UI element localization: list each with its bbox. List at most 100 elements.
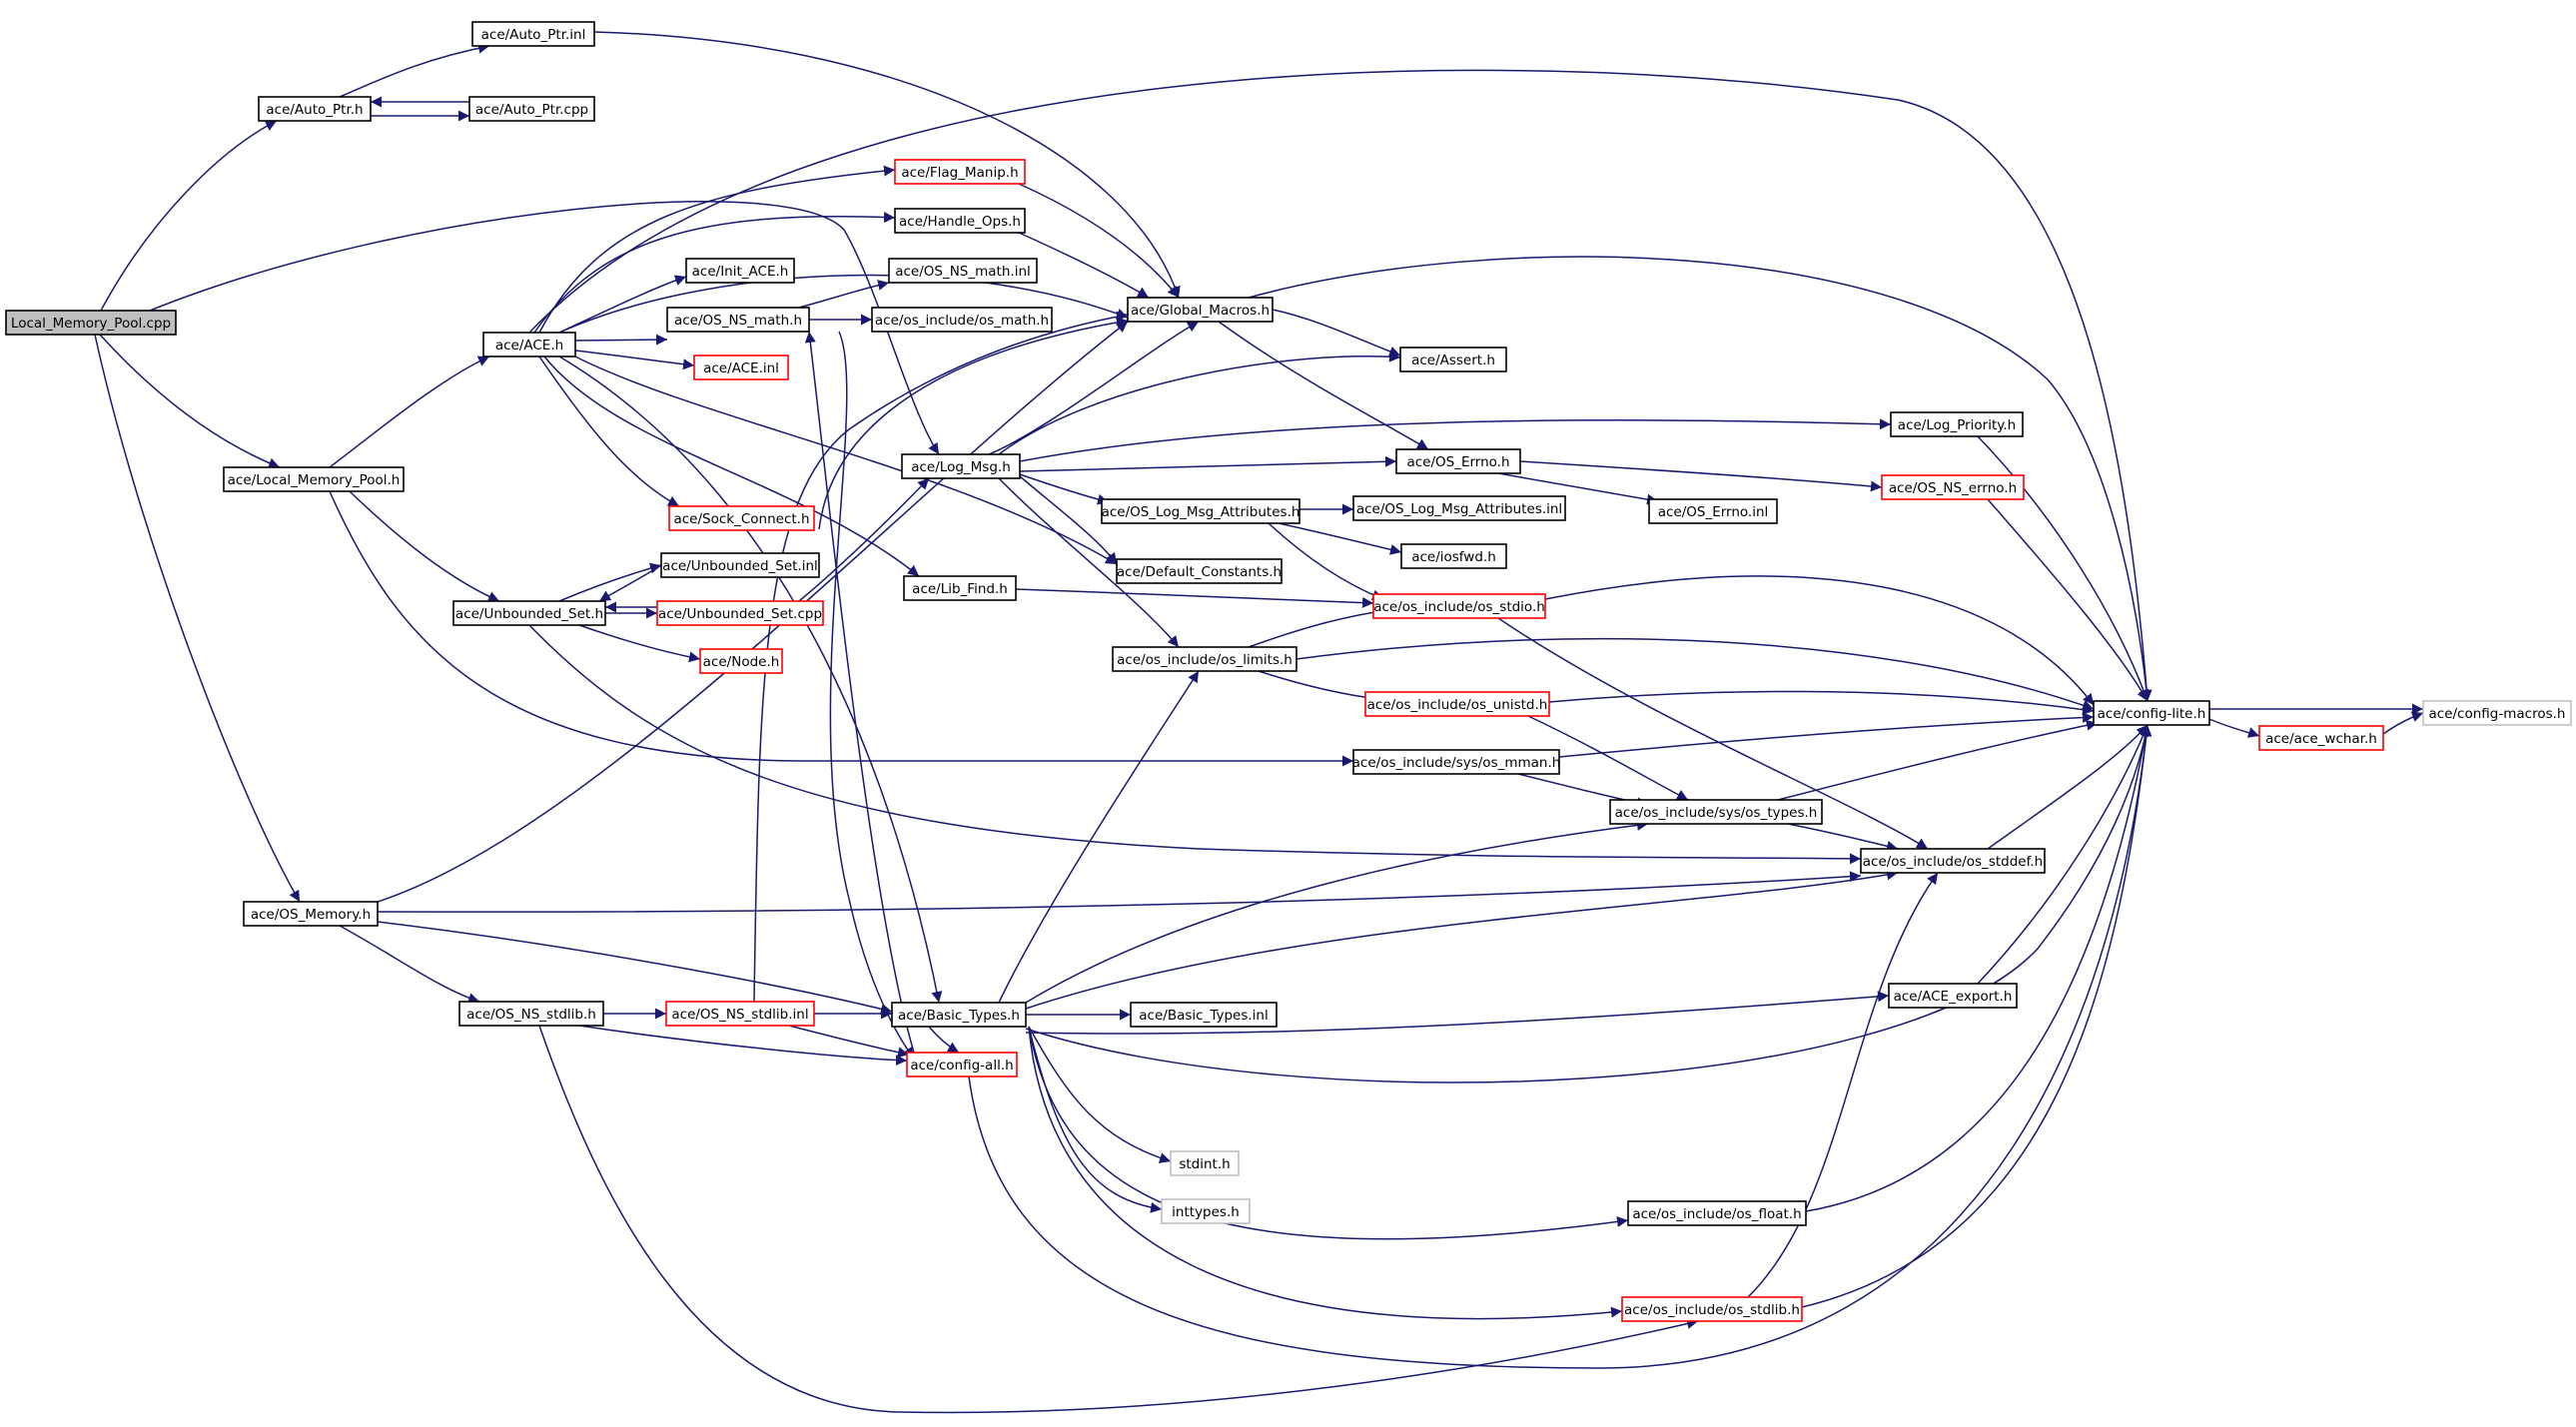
node-label: ace/Assert.h [1411,353,1495,368]
node-ace-wchar[interactable]: ace/ace_wchar.h [2258,725,2384,751]
edge-os_ns_stdlib_inl-to-global_macros [753,311,1129,1003]
node-box [1395,448,1521,474]
node-box [5,310,177,336]
edge-global_macros-to-os_errno_h [1218,321,1429,450]
node-os-ns-stdlib-inl[interactable]: ace/OS_NS_stdlib.inl [665,1001,815,1027]
node-unbounded-set-cpp[interactable]: ace/Unbounded_Set.cpp [656,600,824,626]
node-log-priority[interactable]: ace/Log_Priority.h [1890,411,2024,437]
node-os-float[interactable]: ace/os_include/os_float.h [1627,1200,1807,1226]
edge-os_ns_stdlib_h-to-os_stdlib_inc [538,1025,1699,1414]
node-box [891,1002,1027,1028]
node-box [1170,1150,1240,1176]
node-label: ace/OS_Memory.h [251,907,371,923]
node-log-msg[interactable]: ace/Log_Msg.h [901,453,1021,479]
node-ace-export[interactable]: ace/ACE_export.h [1888,983,2018,1009]
node-ace-inl[interactable]: ace/ACE.inl [693,355,789,380]
node-os-ns-stdlib-h[interactable]: ace/OS_NS_stdlib.h [458,1001,604,1027]
node-basic-types-inl[interactable]: ace/Basic_Types.inl [1130,1002,1278,1028]
edge-ace_h-to-global_macros [558,274,1129,334]
node-os-limits[interactable]: ace/os_include/os_limits.h [1112,646,1297,672]
node-os-ns-math-h[interactable]: ace/OS_NS_math.h [666,307,810,333]
edge-os_memory-to-basic_types_h [377,921,893,1015]
node-sys-os-types[interactable]: ace/os_include/sys/os_types.h [1609,799,1823,825]
node-global-macros[interactable]: ace/Global_Macros.h [1127,297,1274,323]
node-label: ace/Auto_Ptr.inl [481,27,586,43]
node-init-ace[interactable]: ace/Init_ACE.h [685,258,795,284]
edge-local_pool_h-to-os_mman [329,490,1353,767]
node-box [1127,297,1274,323]
edge-os_unistd-to-config_lite [1548,690,2095,715]
node-box [1399,347,1507,372]
node-config-macros[interactable]: ace/config-macros.h [2422,700,2572,726]
node-os-stdio[interactable]: ace/os_include/os_stdio.h [1372,593,1546,619]
node-label: ace/Auto_Ptr.cpp [475,102,588,118]
node-box [894,159,1026,185]
node-box [699,648,783,674]
node-os-math[interactable]: ace/os_include/os_math.h [871,307,1053,333]
edge-ace_h-to-default_constants [574,356,1118,565]
node-os-unistd[interactable]: ace/os_include/os_unistd.h [1364,691,1550,717]
node-unbounded-set-inl[interactable]: ace/Unbounded_Set.inl [660,552,820,578]
edge-log_msg_attr_h-to-iosfwd [1278,522,1402,555]
node-os-mman[interactable]: ace/os_include/sys/os_mman.h [1352,749,1561,775]
node-os-ns-errno[interactable]: ace/OS_NS_errno.h [1881,474,2025,500]
node-os-errno-h[interactable]: ace/OS_Errno.h [1395,448,1521,474]
edge-ace_h-to-os_ns_math_h [574,334,668,346]
edge-os_errno_h-to-os_errno_inl [1497,472,1659,505]
node-box [1648,498,1778,524]
edge-log_msg-to-os_errno_h [1019,455,1397,472]
node-box [243,901,379,927]
node-label: ace/Basic_Types.h [898,1008,1020,1024]
node-box [223,466,405,492]
node-box [1400,543,1507,569]
node-log-msg-attr-h[interactable]: ace/OS_Log_Msg_Attributes.h [1101,498,1300,524]
edge-config_lite-to-ace_wchar [2208,718,2260,738]
node-default-constants[interactable]: ace/Default_Constants.h [1116,558,1283,584]
node-config-all[interactable]: ace/config-all.h [906,1052,1018,1077]
node-ace-h[interactable]: ace/ACE.h [482,332,576,357]
node-auto-ptr-h[interactable]: ace/Auto_Ptr.h [258,96,372,122]
node-config-lite[interactable]: ace/config-lite.h [2093,700,2210,726]
node-local-pool-h[interactable]: ace/Local_Memory_Pool.h [223,466,405,492]
node-label: ace/config-all.h [910,1058,1013,1073]
node-iosfwd[interactable]: ace/iosfwd.h [1400,543,1507,569]
node-box [901,453,1021,479]
node-box [894,208,1026,234]
node-root[interactable]: Local_Memory_Pool.cpp [5,310,177,336]
node-os-memory[interactable]: ace/OS_Memory.h [243,901,379,927]
edge-os_memory-to-os_ns_stdlib_h [339,925,480,1004]
node-handle-ops[interactable]: ace/Handle_Ops.h [894,208,1026,234]
node-sock-connect[interactable]: ace/Sock_Connect.h [668,505,815,531]
node-unbounded-set-h[interactable]: ace/Unbounded_Set.h [452,600,606,626]
node-box [452,600,606,626]
node-label: ace/OS_Errno.h [1406,454,1509,470]
node-label: ace/os_include/sys/os_types.h [1615,805,1818,821]
edge-lib_find-to-os_stdio [1015,588,1374,608]
edge-ace_h-to-handle_ops [533,212,896,334]
node-os-errno-inl[interactable]: ace/OS_Errno.inl [1648,498,1778,524]
node-auto-ptr-inl[interactable]: ace/Auto_Ptr.inl [471,21,595,47]
node-auto-ptr-cpp[interactable]: ace/Auto_Ptr.cpp [468,96,595,122]
node-label: ace/Handle_Ops.h [899,214,1021,230]
node-node-h[interactable]: ace/Node.h [699,648,783,674]
node-stdint[interactable]: stdint.h [1170,1150,1240,1176]
node-basic-types-h[interactable]: ace/Basic_Types.h [891,1002,1027,1028]
node-inttypes[interactable]: inttypes.h [1161,1198,1251,1224]
node-box [1881,474,2025,500]
node-flag-manip[interactable]: ace/Flag_Manip.h [894,159,1026,185]
edge-global_macros-to-assert_h [1272,309,1401,357]
node-box [666,307,810,333]
edge-os_unistd-to-sys_os_types [1527,715,1689,801]
node-log-msg-attr-inl[interactable]: ace/OS_Log_Msg_Attributes.inl [1352,495,1566,521]
node-os-ns-math-inl[interactable]: ace/OS_NS_math.inl [888,258,1038,284]
node-os-stdlib-inc[interactable]: ace/os_include/os_stdlib.h [1621,1296,1803,1322]
node-lib-find[interactable]: ace/Lib_Find.h [903,575,1017,601]
edge-sys_os_types-to-os_stddef [1787,823,1899,852]
node-box [1130,1002,1278,1028]
node-os-stddef[interactable]: ace/os_include/os_stddef.h [1860,848,2046,874]
node-label: ace/Local_Memory_Pool.h [228,472,401,488]
edge-os_errno_h-to-os_ns_errno [1519,460,1883,492]
edge-basic_types_h-to-os_stdlib_inc [1028,1026,1623,1320]
node-label: ace/OS_NS_stdlib.h [466,1007,596,1023]
node-assert-h[interactable]: ace/Assert.h [1399,347,1507,372]
